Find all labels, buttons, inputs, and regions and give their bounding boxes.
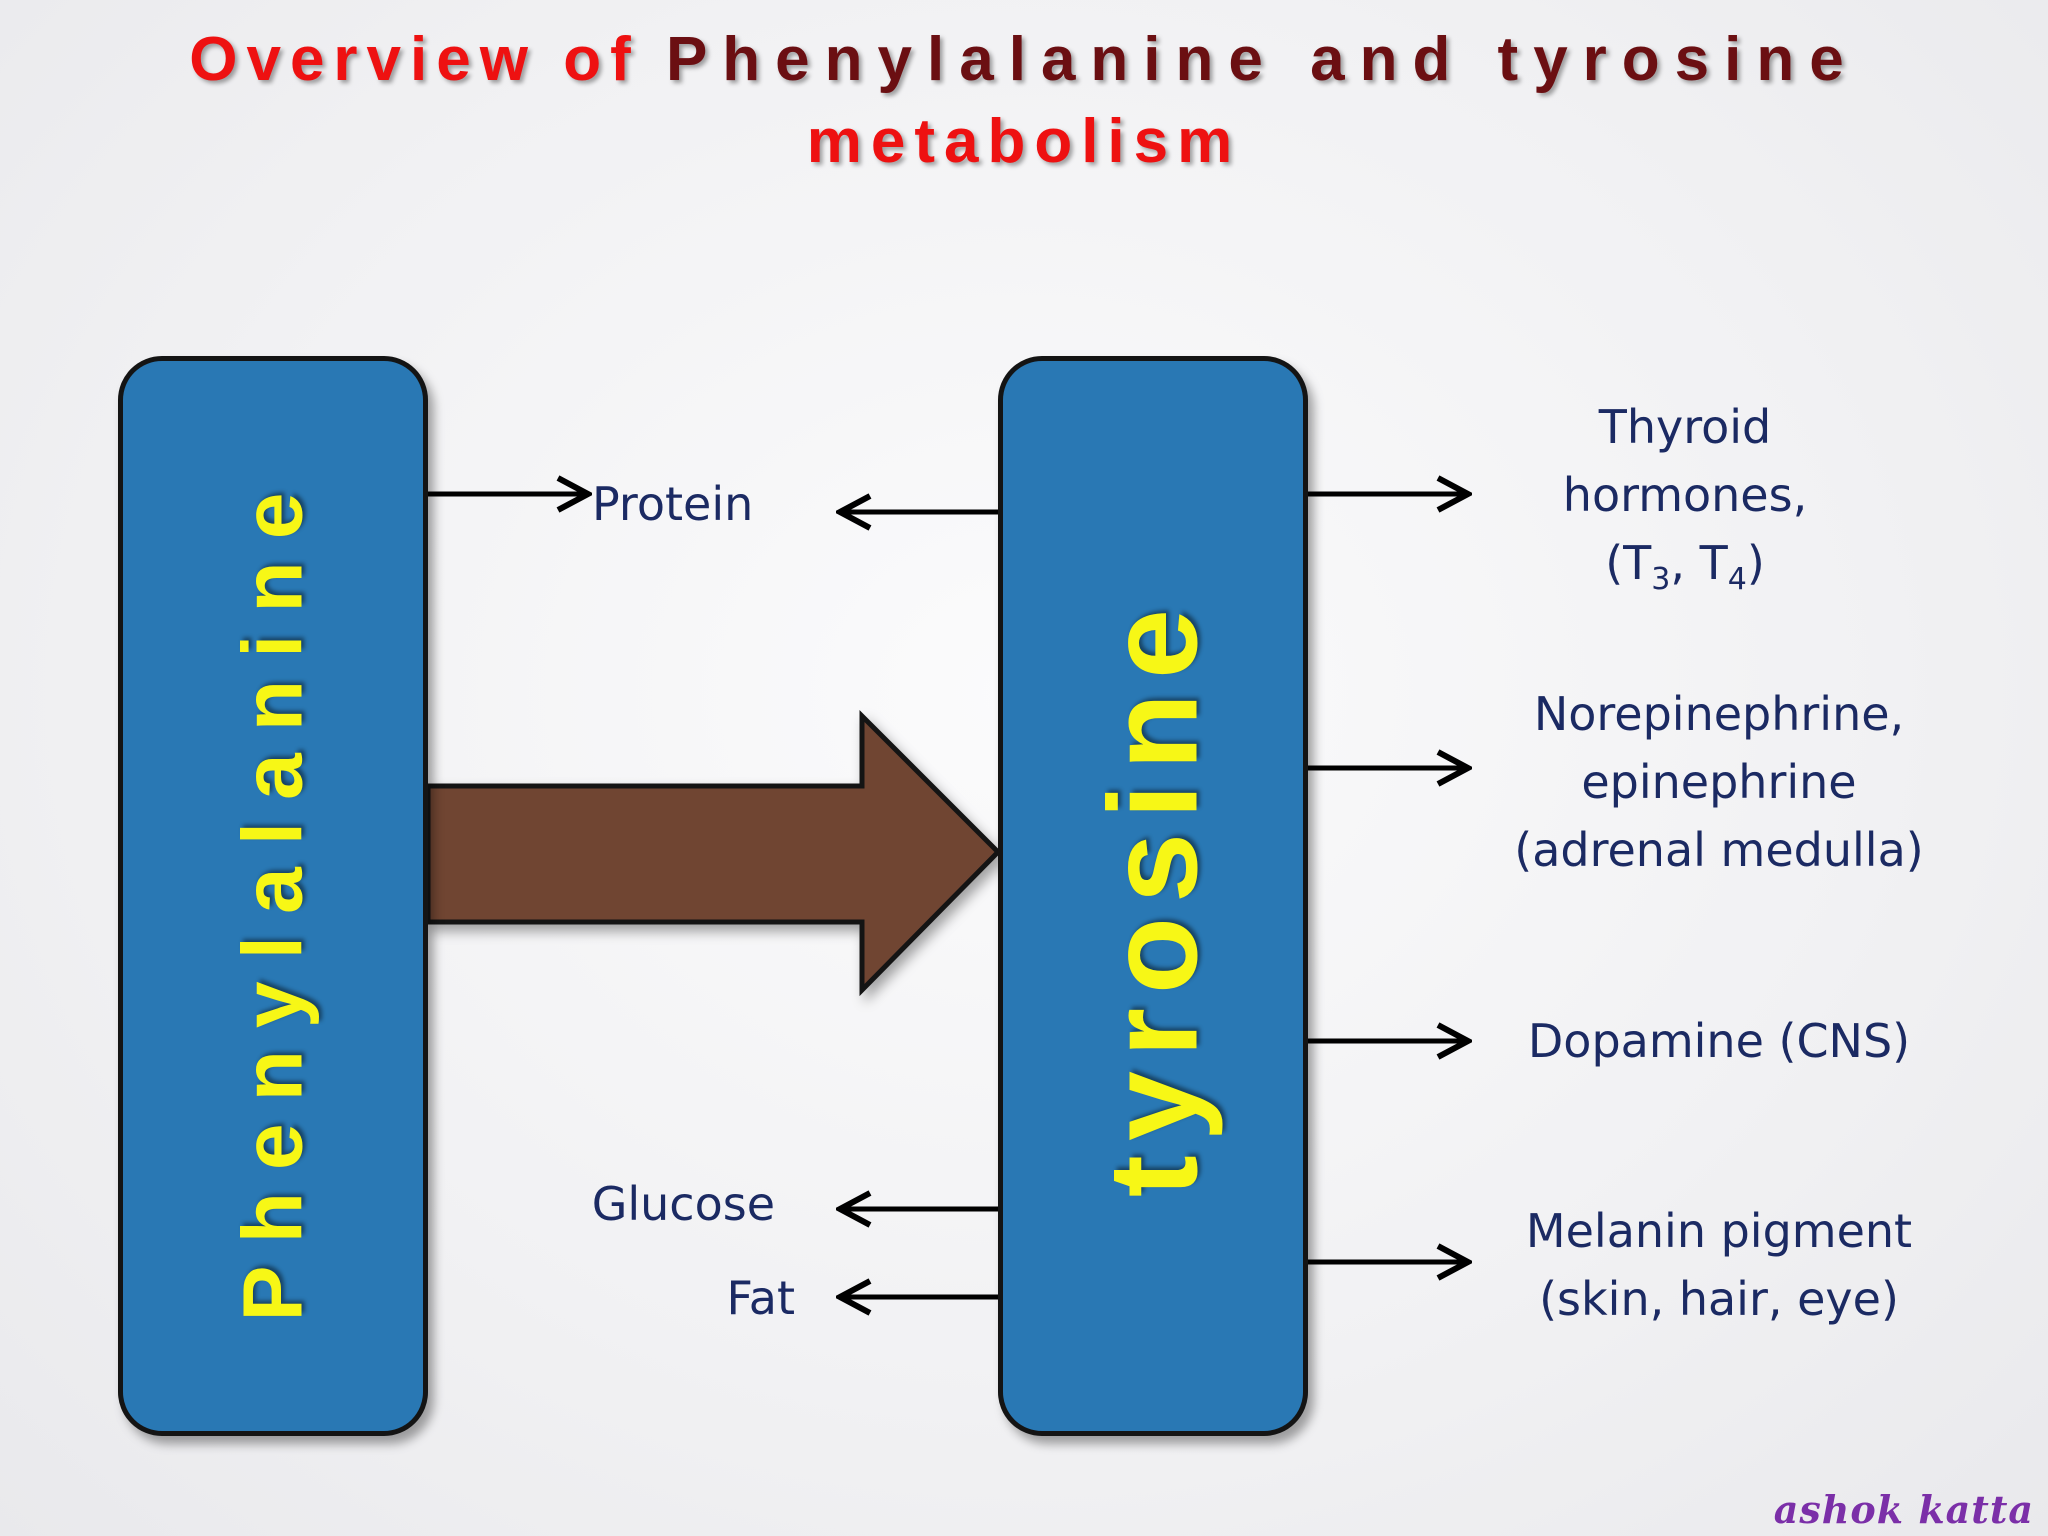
catecholamines-line1: Norepinephrine,	[1533, 687, 1905, 741]
conversion-arrow	[425, 709, 1002, 997]
catecholamines-line3: (adrenal medulla)	[1514, 823, 1924, 877]
protein-label: Protein	[592, 477, 754, 531]
dopamine-label: Dopamine (CNS)	[1480, 1007, 1958, 1075]
t4-base: T	[1699, 536, 1728, 590]
title-part-compounds: Phenylalanine and tyrosine	[665, 25, 1859, 94]
tyrosine-box: tyrosine	[998, 356, 1308, 1436]
tyrosine-label: tyrosine	[1082, 594, 1224, 1198]
thyroid-hormones-label: Thyroid hormones, (T3, T4)	[1480, 393, 1890, 614]
author-credit: ashok katta	[1773, 1487, 2034, 1532]
catecholamines-label: Norepinephrine, epinephrine (adrenal med…	[1480, 680, 1958, 884]
page-title: Overview of Phenylalanine and tyrosine	[0, 24, 2048, 95]
dopamine-line1: Dopamine (CNS)	[1527, 1014, 1911, 1068]
melanin-line1: Melanin pigment	[1525, 1204, 1913, 1258]
thyroid-line3: (T3, T4)	[1605, 536, 1765, 598]
title-part-overview: Overview of	[189, 25, 640, 94]
page-title-line2: metabolism	[806, 107, 1242, 176]
catecholamines-line2: epinephrine	[1581, 755, 1857, 809]
thyroid-line1: Thyroid	[1598, 400, 1772, 454]
fat-label: Fat	[726, 1271, 795, 1325]
phenylalanine-box: Phenylalanine	[118, 356, 428, 1436]
glucose-label: Glucose	[591, 1177, 775, 1231]
melanin-label: Melanin pigment (skin, hair, eye)	[1480, 1197, 1958, 1333]
phenylalanine-label: Phenylalanine	[225, 470, 320, 1322]
t3-base: T	[1623, 536, 1652, 590]
t4-subscript: 4	[1727, 562, 1747, 598]
melanin-line2: (skin, hair, eye)	[1539, 1272, 1899, 1326]
t3-subscript: 3	[1651, 562, 1671, 598]
thyroid-line2: hormones,	[1562, 468, 1808, 522]
